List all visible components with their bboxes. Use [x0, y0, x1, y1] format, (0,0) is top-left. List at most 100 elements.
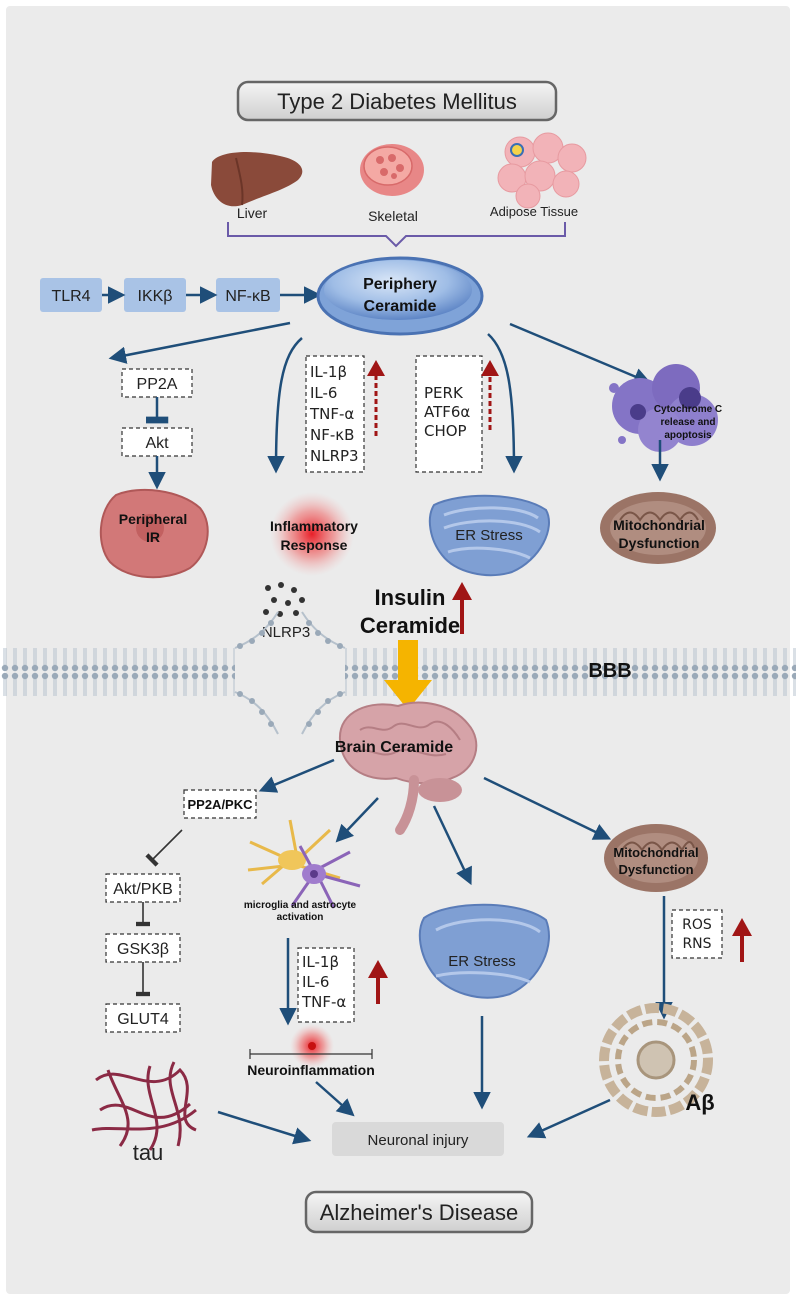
er-stress-periphery-icon — [428, 494, 550, 577]
glia-line1: microglia and astrocyte — [244, 900, 357, 911]
tlr4-label: TLR4 — [51, 288, 90, 305]
cytokine-item-4: NLRP3 — [310, 447, 359, 465]
header-title: Type 2 Diabetes Mellitus — [277, 89, 517, 114]
peripheral-ir-line2: IR — [146, 529, 160, 545]
pp2a-label: PP2A — [137, 376, 178, 393]
neuronal-injury-label: Neuronal injury — [368, 1132, 469, 1149]
nlrp3-particles-icon — [263, 582, 305, 617]
arrow-brain-er — [432, 805, 472, 886]
mito-brain-line1: Mitochondrial — [613, 845, 698, 860]
arrow-brain-glia — [335, 797, 379, 843]
peripheral-ir-line1: Peripheral — [119, 511, 187, 527]
rns-label: RNS — [682, 936, 711, 952]
tissue-skeletal-label: Skeletal — [368, 208, 418, 224]
insulin-label: Insulin — [375, 585, 446, 610]
header-pill: Type 2 Diabetes Mellitus — [236, 80, 558, 122]
mito-periphery-line1: Mitochondrial — [613, 517, 705, 533]
cytochrome-apoptosis-icon — [609, 364, 718, 452]
microglia-astrocyte-icon — [247, 819, 361, 909]
periphery-ceramide-line1: Periphery — [363, 276, 437, 293]
glut4-box — [105, 1003, 181, 1033]
ros-up-arrow-icon — [732, 918, 752, 962]
nfkb-box: NF-κB — [216, 278, 280, 312]
er-stress-brain-icon — [418, 903, 550, 999]
akt-label: Akt — [145, 435, 169, 452]
bbb-label: BBB — [588, 660, 631, 682]
brain-icon — [338, 701, 478, 835]
cytokines-box — [305, 355, 365, 473]
er-markers-box — [415, 355, 483, 473]
brain-cytokines-up-arrow-icon — [368, 960, 388, 1004]
tissue-liver-label: Liver — [237, 205, 268, 221]
brain-ceramide-label: Brain Ceramide — [335, 739, 453, 756]
neuroinflammation-label: Neuroinflammation — [247, 1062, 375, 1078]
brain-cytokine-item-0: IL-1β — [302, 953, 339, 971]
insulin-up-arrow-icon — [452, 582, 472, 634]
periphery-ceramide-ellipse: Periphery Ceramide — [316, 256, 484, 336]
abeta-plaque-icon — [599, 1003, 713, 1117]
arrow-ceramide-inflammatory — [267, 337, 303, 474]
er-up-arrow-icon — [481, 360, 499, 430]
er-marker-item-1: ATF6α — [424, 403, 470, 421]
gsk3b-label: GSK3β — [117, 941, 169, 958]
akt-pkb-box — [105, 873, 181, 903]
periphery-ceramide-line2: Ceramide — [364, 298, 437, 315]
neuronal-injury-box — [332, 1122, 504, 1156]
arrow-ceramide-er — [487, 333, 523, 474]
arrow-neuroinflammation-injury — [315, 1081, 355, 1117]
er-stress-periphery-label: ER Stress — [455, 527, 523, 544]
er-marker-item-0: PERK — [424, 384, 464, 402]
glut4-label: GLUT4 — [117, 1011, 169, 1028]
cytochrome-line-2: apoptosis — [664, 430, 712, 441]
adipose-tissue-icon — [497, 132, 587, 209]
ros-rns-box — [671, 909, 723, 959]
inflammatory-glow-icon — [270, 492, 354, 576]
cytochrome-line-1: release and — [660, 417, 715, 428]
ikkb-box: IKKβ — [124, 278, 186, 312]
ros-label: ROS — [682, 917, 712, 933]
mito-brain-line2: Dysfunction — [618, 862, 693, 877]
brain-cytokines-box — [297, 947, 355, 1023]
glia-line2: activation — [277, 912, 324, 923]
bbb-crossing-arrow-icon — [384, 640, 432, 710]
pp2a-pkc-label: PP2A/PKC — [187, 797, 253, 812]
footer-pill: Alzheimer's Disease — [304, 1190, 534, 1234]
bbb-membrane — [0, 611, 796, 735]
arrow-ceramide-cytochrome — [509, 322, 652, 385]
gsk3b-box — [105, 933, 181, 963]
brain-cytokine-item-1: IL-6 — [302, 973, 329, 991]
arrow-brain-mito — [483, 776, 612, 840]
tissue-adipose-label: Adipose Tissue — [490, 204, 578, 219]
ceramide-label: Ceramide — [360, 613, 460, 638]
abeta-label: Aβ — [685, 1090, 714, 1115]
pp2a-pkc-box — [183, 789, 257, 819]
arrow-ceramide-pp2a — [108, 321, 291, 364]
mito-periphery-line2: Dysfunction — [619, 535, 700, 551]
er-marker-item-2: CHOP — [424, 422, 467, 440]
nfkb-label: NF-κB — [225, 288, 270, 305]
tissue-bracket — [227, 222, 566, 248]
footer-title: Alzheimer's Disease — [320, 1200, 519, 1225]
brain-cytokine-item-2: TNF-α — [301, 993, 346, 1011]
inflammatory-line2: Response — [281, 537, 348, 553]
akt-pkb-label: Akt/PKB — [113, 881, 173, 898]
arrow-abeta-injury — [526, 1098, 611, 1139]
tau-label: tau — [133, 1140, 164, 1165]
cytokine-item-2: TNF-α — [309, 405, 354, 423]
arrow-brain-pp2apkc — [258, 758, 335, 793]
cytokine-item-0: IL-1β — [310, 363, 347, 381]
cytokine-item-1: IL-6 — [310, 384, 337, 402]
inhibit-pp2a-aktpkb — [145, 829, 183, 867]
arrow-tau-injury — [217, 1110, 312, 1145]
inflammatory-line1: Inflammatory — [270, 518, 358, 534]
liver-icon — [211, 152, 303, 207]
mitochondria-brain-icon — [604, 824, 708, 892]
cytokine-item-3: NF-κB — [310, 426, 354, 444]
skeletal-muscle-icon — [360, 144, 424, 196]
